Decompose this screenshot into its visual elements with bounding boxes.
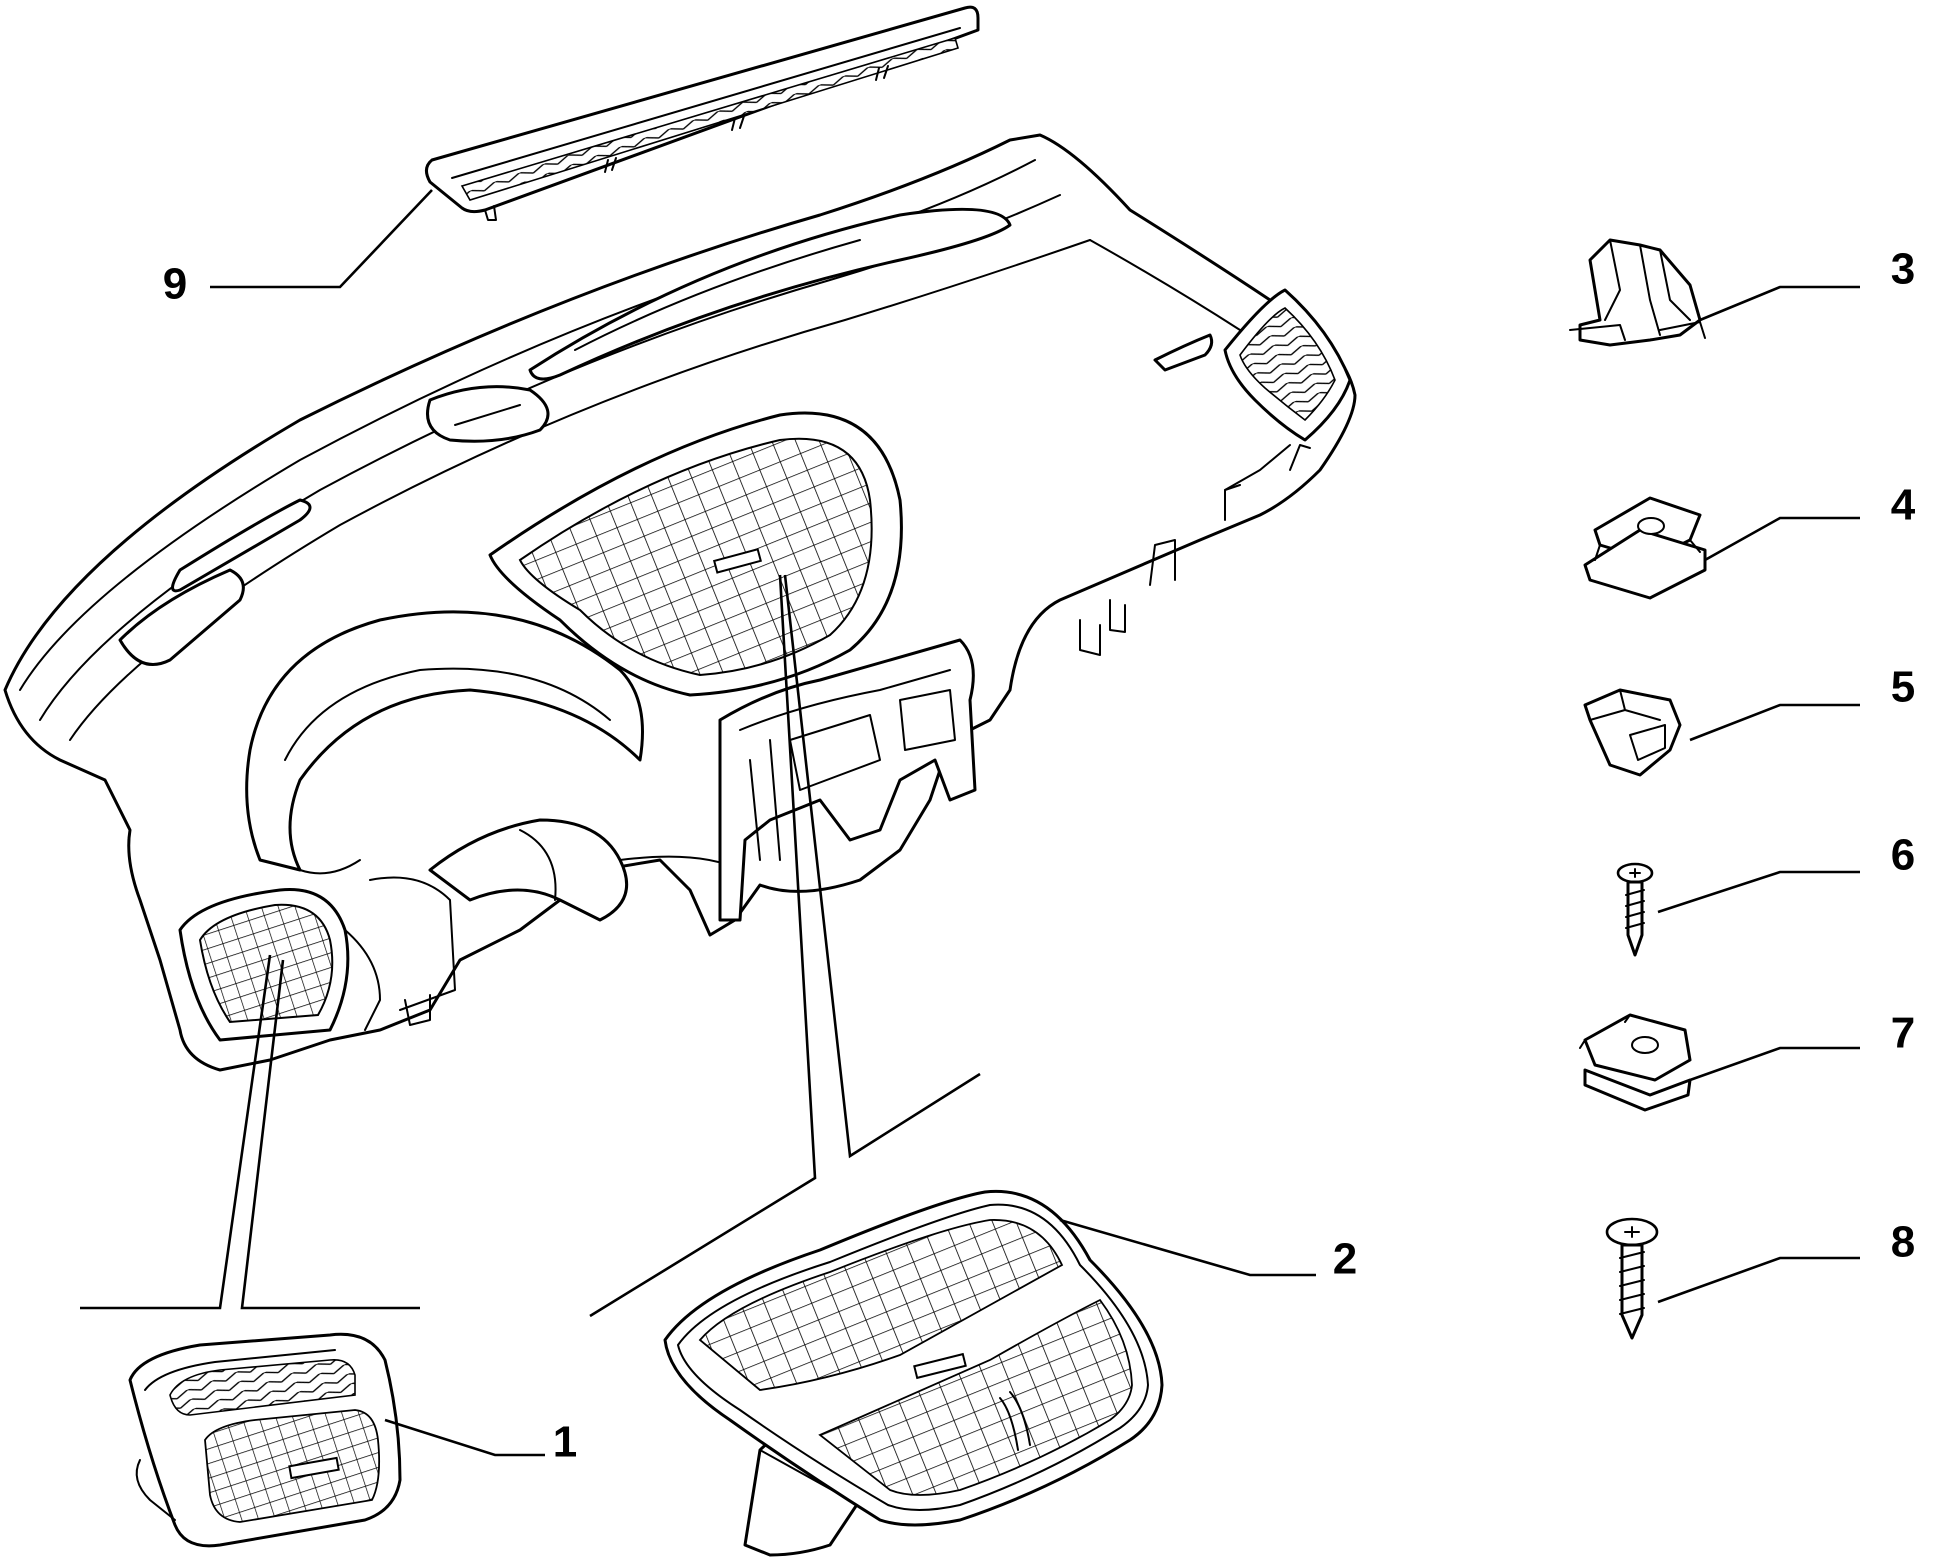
leader-8 xyxy=(1657,1256,1860,1304)
small-screw-part-6 xyxy=(1616,862,1654,957)
central-air-vent-part-2 xyxy=(663,1189,1164,1557)
leader-5 xyxy=(1689,703,1860,742)
leader-9 xyxy=(210,189,433,289)
callout-3: 3 xyxy=(1891,245,1915,294)
callout-labels: 9 3 4 5 6 7 8 2 1 xyxy=(163,245,1916,1467)
leader-2 xyxy=(1059,1218,1316,1277)
leader-6 xyxy=(1657,870,1860,914)
callout-7: 7 xyxy=(1891,1009,1915,1058)
callout-2: 2 xyxy=(1333,1235,1357,1284)
leader-3 xyxy=(1699,285,1860,322)
grommet-part-5 xyxy=(1583,688,1682,777)
leader-7 xyxy=(1689,1046,1860,1082)
clip-part-3 xyxy=(1569,238,1706,347)
callout-4: 4 xyxy=(1891,481,1916,530)
callout-5: 5 xyxy=(1891,663,1915,712)
defroster-grille-part-9 xyxy=(425,5,980,221)
callout-6: 6 xyxy=(1891,831,1915,880)
u-nut-part-7 xyxy=(1579,1013,1692,1112)
callout-9: 9 xyxy=(163,260,187,309)
callout-1: 1 xyxy=(553,1418,577,1467)
speed-nut-part-4 xyxy=(1583,496,1707,600)
leader-lines xyxy=(80,189,1860,1457)
screw-part-8 xyxy=(1605,1217,1659,1340)
leader-1 xyxy=(384,1418,545,1457)
callout-8: 8 xyxy=(1891,1218,1915,1267)
leader-4 xyxy=(1704,516,1860,562)
side-air-vent-part-1 xyxy=(128,1332,402,1548)
dashboard-panel xyxy=(3,133,1357,1072)
